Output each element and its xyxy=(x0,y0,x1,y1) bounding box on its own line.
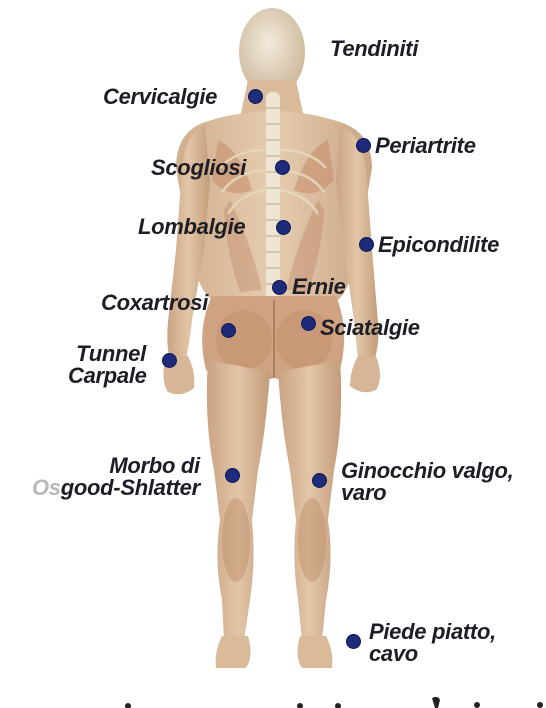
marker-ernie xyxy=(272,280,287,295)
label-cervicalgie: Cervicalgie xyxy=(103,86,217,108)
label-ginocchio-line1: Ginocchio valgo, xyxy=(341,460,513,482)
label-piede-line1: Piede piatto, xyxy=(369,621,496,643)
label-morbo-rest: good-Shlatter xyxy=(61,475,200,500)
label-morbo-faded: Os xyxy=(32,475,61,500)
label-tendiniti: Tendiniti xyxy=(330,38,418,60)
label-epicondilite: Epicondilite xyxy=(378,234,499,256)
marker-ginocchio xyxy=(312,473,327,488)
label-scogliosi: Scogliosi xyxy=(151,157,246,179)
marker-scogliosi xyxy=(275,160,290,175)
label-ernie: Ernie xyxy=(292,276,346,298)
label-periartrite: Periartrite xyxy=(375,135,476,157)
label-tunnel-carpale: Tunnel Carpale xyxy=(76,343,147,387)
label-coxartrosi: Coxartrosi xyxy=(101,292,208,314)
label-tunnel-line1: Tunnel xyxy=(76,343,147,365)
marker-lombalgie xyxy=(276,220,291,235)
label-osgood-shlatter: Morbo di Osgood-Shlatter xyxy=(32,455,200,499)
right-hand xyxy=(350,356,380,392)
label-ginocchio: Ginocchio valgo, varo xyxy=(341,460,513,504)
marker-osgood-shlatter xyxy=(225,468,240,483)
marker-coxartrosi xyxy=(221,323,236,338)
label-morbo-line1: Morbo di xyxy=(32,455,200,477)
label-lombalgie: Lombalgie xyxy=(138,216,245,238)
marker-piede xyxy=(346,634,361,649)
label-morbo-line2: Osgood-Shlatter xyxy=(32,477,200,499)
marker-sciatalgie xyxy=(301,316,316,331)
label-sciatalgie: Sciatalgie xyxy=(320,317,420,339)
label-piede-line2: cavo xyxy=(369,643,496,665)
label-ginocchio-line2: varo xyxy=(341,482,513,504)
marker-epicondilite xyxy=(359,237,374,252)
marker-cervicalgie xyxy=(248,89,263,104)
label-piede: Piede piatto, cavo xyxy=(369,621,496,665)
label-tunnel-line2: Carpale xyxy=(68,365,147,387)
marker-tunnel-carpale xyxy=(162,353,177,368)
left-foot xyxy=(216,636,251,668)
right-foot xyxy=(297,636,332,668)
cropped-text-fragments xyxy=(0,694,546,708)
marker-periartrite xyxy=(356,138,371,153)
